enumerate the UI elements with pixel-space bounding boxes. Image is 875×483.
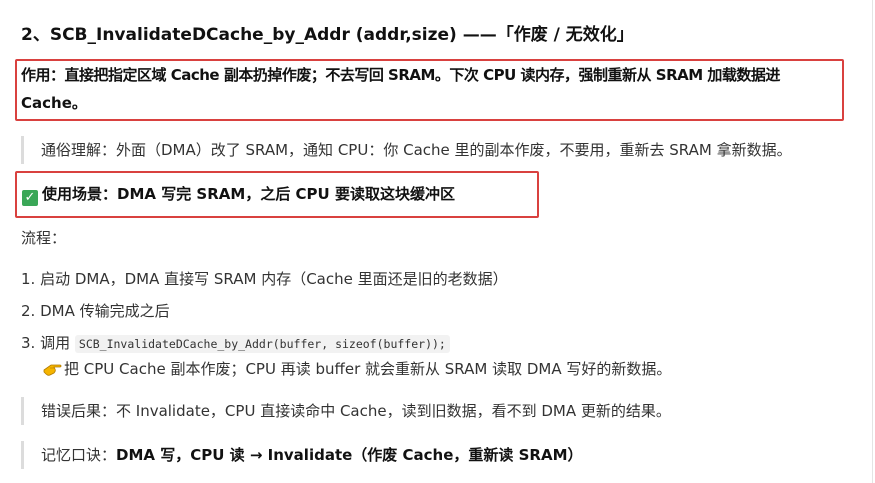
error-consequence-quote: 错误后果：不 Invalidate，CPU 直接读命中 Cache，读到旧数据，… — [21, 397, 671, 425]
list-item: 2. DMA 传输完成之后 — [21, 298, 170, 324]
list-item: 1. 启动 DMA，DMA 直接写 SRAM 内存（Cache 里面还是旧的老数… — [21, 266, 508, 292]
mnemonic-text: DMA 写，CPU 读 → Invalidate（作废 Cache，重新读 SR… — [116, 446, 583, 464]
use-case-text: 使用场景：DMA 写完 SRAM，之后 CPU 要读取这块缓冲区 — [42, 185, 455, 203]
step-number: 2. — [21, 302, 36, 320]
effect-line-2: Cache。 — [21, 94, 87, 112]
section-heading: 2、SCB_InvalidateDCache_by_Addr (addr,siz… — [21, 25, 634, 45]
list-item: 3. 调用 SCB_InvalidateDCache_by_Addr(buffe… — [21, 330, 450, 357]
mnemonic-label: 记忆口诀： — [41, 446, 117, 464]
effect-paragraph: 作用：直接把指定区域 Cache 副本扔掉作废；不去写回 SRAM。下次 CPU… — [21, 61, 841, 117]
plain-explanation-text: 通俗理解：外面（DMA）改了 SRAM，通知 CPU：你 Cache 里的副本作… — [41, 141, 792, 159]
mnemonic-quote: 记忆口诀：DMA 写，CPU 读 → Invalidate（作废 Cache，重… — [21, 441, 583, 469]
step-prefix: 调用 — [40, 334, 71, 352]
step-3-note: 把 CPU Cache 副本作废；CPU 再读 buffer 就会重新从 SRA… — [42, 356, 671, 382]
step-text: DMA 传输完成之后 — [40, 302, 170, 320]
plain-explanation-quote: 通俗理解：外面（DMA）改了 SRAM，通知 CPU：你 Cache 里的副本作… — [21, 136, 792, 164]
inline-code: SCB_InvalidateDCache_by_Addr(buffer, siz… — [74, 335, 450, 353]
effect-line-1: 作用：直接把指定区域 Cache 副本扔掉作废；不去写回 SRAM。下次 CPU… — [21, 66, 780, 84]
step-number: 3. — [21, 334, 36, 352]
page-edge-rule — [872, 0, 873, 483]
error-consequence-text: 错误后果：不 Invalidate，CPU 直接读命中 Cache，读到旧数据，… — [41, 402, 671, 420]
use-case-highlight-box — [15, 171, 539, 218]
effect-highlight-box — [15, 59, 844, 121]
step-number: 1. — [21, 270, 36, 288]
use-case: ✓使用场景：DMA 写完 SRAM，之后 CPU 要读取这块缓冲区 — [22, 180, 455, 208]
check-mark-icon: ✓ — [22, 190, 38, 206]
pointing-hand-icon — [43, 364, 62, 376]
step-text: 启动 DMA，DMA 直接写 SRAM 内存（Cache 里面还是旧的老数据） — [40, 270, 508, 288]
flow-label: 流程： — [21, 229, 67, 247]
step-3-note-text: 把 CPU Cache 副本作废；CPU 再读 buffer 就会重新从 SRA… — [64, 360, 672, 378]
